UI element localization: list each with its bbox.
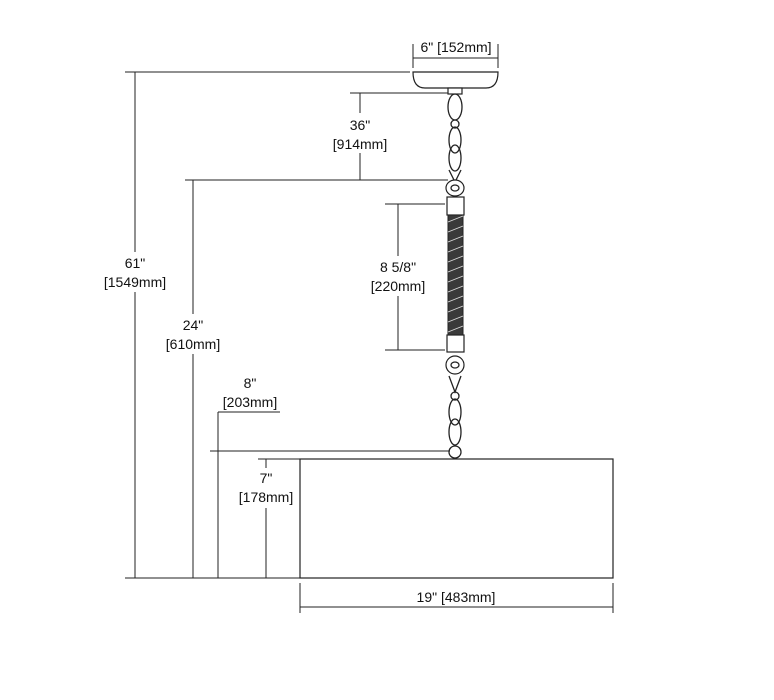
overall-height-imperial: 61" <box>125 255 146 271</box>
min-height-imperial: 8" <box>244 375 257 391</box>
overall-height-metric: [1549mm] <box>104 274 166 290</box>
lower-chain <box>448 375 462 459</box>
shade-height-metric: [178mm] <box>239 489 293 505</box>
drum-shade <box>299 458 614 579</box>
overall-height-dimension: 61" [1549mm] <box>96 71 410 579</box>
rod-length-metric: [220mm] <box>371 278 425 294</box>
fixture-height-dimension: 24" [610mm] <box>158 179 448 578</box>
fixture-height-metric: [610mm] <box>166 336 220 352</box>
canopy-loop <box>447 87 463 95</box>
upper-swivel-ring <box>445 179 465 197</box>
shade-height-imperial: 7" <box>260 470 273 486</box>
chain-length-metric: [914mm] <box>333 136 387 152</box>
canopy-width-dimension: 6" [152mm] <box>412 39 499 68</box>
twisted-rod <box>447 214 464 336</box>
rod-bottom-collar <box>446 334 465 353</box>
min-height-dimension: 8" [203mm] <box>210 375 450 578</box>
rod-length-dimension: 8 5/8" [220mm] <box>362 203 445 351</box>
canopy <box>412 71 499 89</box>
chain-length-imperial: 36" <box>350 117 371 133</box>
min-height-metric: [203mm] <box>223 394 277 410</box>
canopy-width-label: 6" [152mm] <box>420 39 491 55</box>
shade-width-dimension: 19" [483mm] <box>299 583 614 613</box>
lower-swivel-ring <box>445 355 465 375</box>
chain-length-dimension: 36" [914mm] <box>322 92 448 180</box>
shade-height-dimension: 7" [178mm] <box>232 458 300 578</box>
rod-length-imperial: 8 5/8" <box>380 259 416 275</box>
shade-width-label: 19" [483mm] <box>417 589 496 605</box>
rod-top-collar <box>446 196 465 216</box>
fixture-height-imperial: 24" <box>183 317 204 333</box>
upper-chain <box>447 93 463 184</box>
